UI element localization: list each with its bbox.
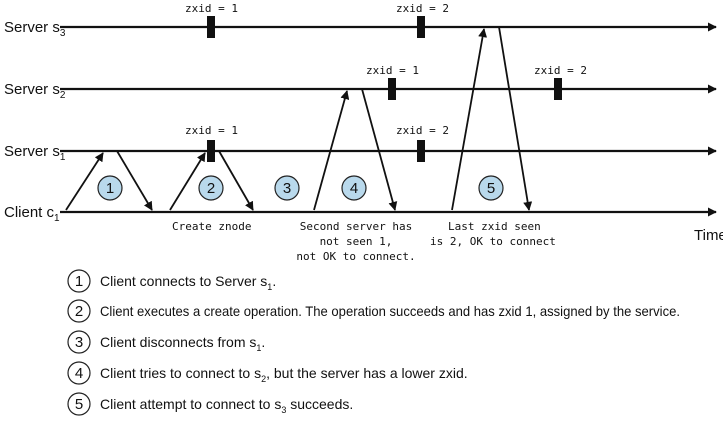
zxid-markers [207, 16, 562, 162]
zxid-marker-s1-1 [207, 140, 215, 162]
zxid-marker-s2-1 [388, 78, 396, 100]
arrow-step5-reply [498, 26, 533, 211]
lane-lines [60, 22, 717, 217]
annotation-second-server: Second server has not seen 1, not OK to … [296, 220, 415, 263]
annotation-last-zxid: Last zxid seen is 2, OK to connect [430, 220, 556, 248]
annotation-create-znode: Create znode [172, 220, 251, 233]
legend-number-2: 2 [75, 303, 83, 320]
annotation-second-line-2: not seen 1, [320, 235, 393, 248]
step-circle-5 [478, 175, 504, 201]
annotation-last-line-1: Last zxid seen [448, 220, 541, 233]
lane-label-s3: Server s3 [4, 19, 66, 39]
legend-item-3: 3 Client disconnects from s1. [67, 330, 265, 354]
step-markers: 1 2 3 4 5 [97, 175, 504, 201]
legend-item-2: 2 Client executes a create operation. Th… [67, 299, 680, 323]
legend-number-1: 1 [75, 273, 83, 290]
legend-number-4: 4 [75, 365, 83, 382]
lane-label-s2: Server s2 [4, 81, 66, 101]
legend-circle-1 [67, 269, 91, 293]
lane-label-c1: Client c1 [4, 204, 60, 224]
step-number-3: 3 [283, 180, 291, 197]
legend-circle-2 [67, 299, 91, 323]
zxid-marker-s3-2 [417, 16, 425, 38]
legend-circle-4 [67, 361, 91, 385]
annotation-second-line-1: Second server has [300, 220, 413, 233]
zxid-label-s2-1: zxid = 1 [366, 64, 419, 77]
zxid-label-s3-2: zxid = 2 [396, 2, 449, 15]
step-number-2: 2 [207, 180, 215, 197]
zxid-label-s1-1: zxid = 1 [185, 124, 238, 137]
zxid-marker-s3-1 [207, 16, 215, 38]
zxid-label-s2-2: zxid = 2 [534, 64, 587, 77]
step-circle-3 [274, 175, 300, 201]
legend-number-5: 5 [75, 396, 83, 413]
arrow-step5-connect [451, 28, 488, 211]
legend-item-1: 1 Client connects to Server s1. [67, 269, 276, 293]
step-circle-1 [97, 175, 123, 201]
legend-text-3: Client disconnects from s1. [100, 334, 265, 353]
arrow-step4-reject [361, 88, 398, 211]
legend-text-2: Client executes a create operation. The … [100, 303, 680, 319]
arrow-step2-reply [218, 150, 254, 211]
legend: 1 Client connects to Server s1. 2 Client… [67, 269, 680, 416]
arrow-step1-connect [65, 152, 104, 211]
lane-label-s1: Server s1 [4, 143, 66, 163]
annotation-last-line-2: is 2, OK to connect [430, 235, 556, 248]
legend-number-3: 3 [75, 334, 83, 351]
step-circle-2 [198, 175, 224, 201]
zxid-label-s3-1: zxid = 1 [185, 2, 238, 15]
legend-item-5: 5 Client attempt to connect to s3 succee… [67, 392, 353, 416]
step-number-4: 4 [350, 180, 358, 197]
arrow-step2-create [169, 152, 206, 211]
legend-text-1: Client connects to Server s1. [100, 273, 276, 292]
legend-text-4: Client tries to connect to s2, but the s… [100, 365, 468, 384]
legend-item-4: 4 Client tries to connect to s2, but the… [67, 361, 468, 385]
step-number-5: 5 [487, 180, 495, 197]
arrow-step1-reply [116, 150, 153, 211]
time-axis-label: Time [694, 227, 723, 244]
zxid-marker-s2-2 [554, 78, 562, 100]
step-circle-4 [341, 175, 367, 201]
step-number-1: 1 [106, 180, 114, 197]
zxid-label-s1-2: zxid = 2 [396, 124, 449, 137]
message-arrows [65, 26, 533, 211]
zxid-marker-s1-2 [417, 140, 425, 162]
arrow-step4-connect [313, 90, 350, 211]
legend-circle-3 [67, 330, 91, 354]
legend-text-5: Client attempt to connect to s3 succeeds… [100, 396, 353, 415]
annotation-second-line-3: not OK to connect. [296, 250, 415, 263]
legend-circle-5 [67, 392, 91, 416]
